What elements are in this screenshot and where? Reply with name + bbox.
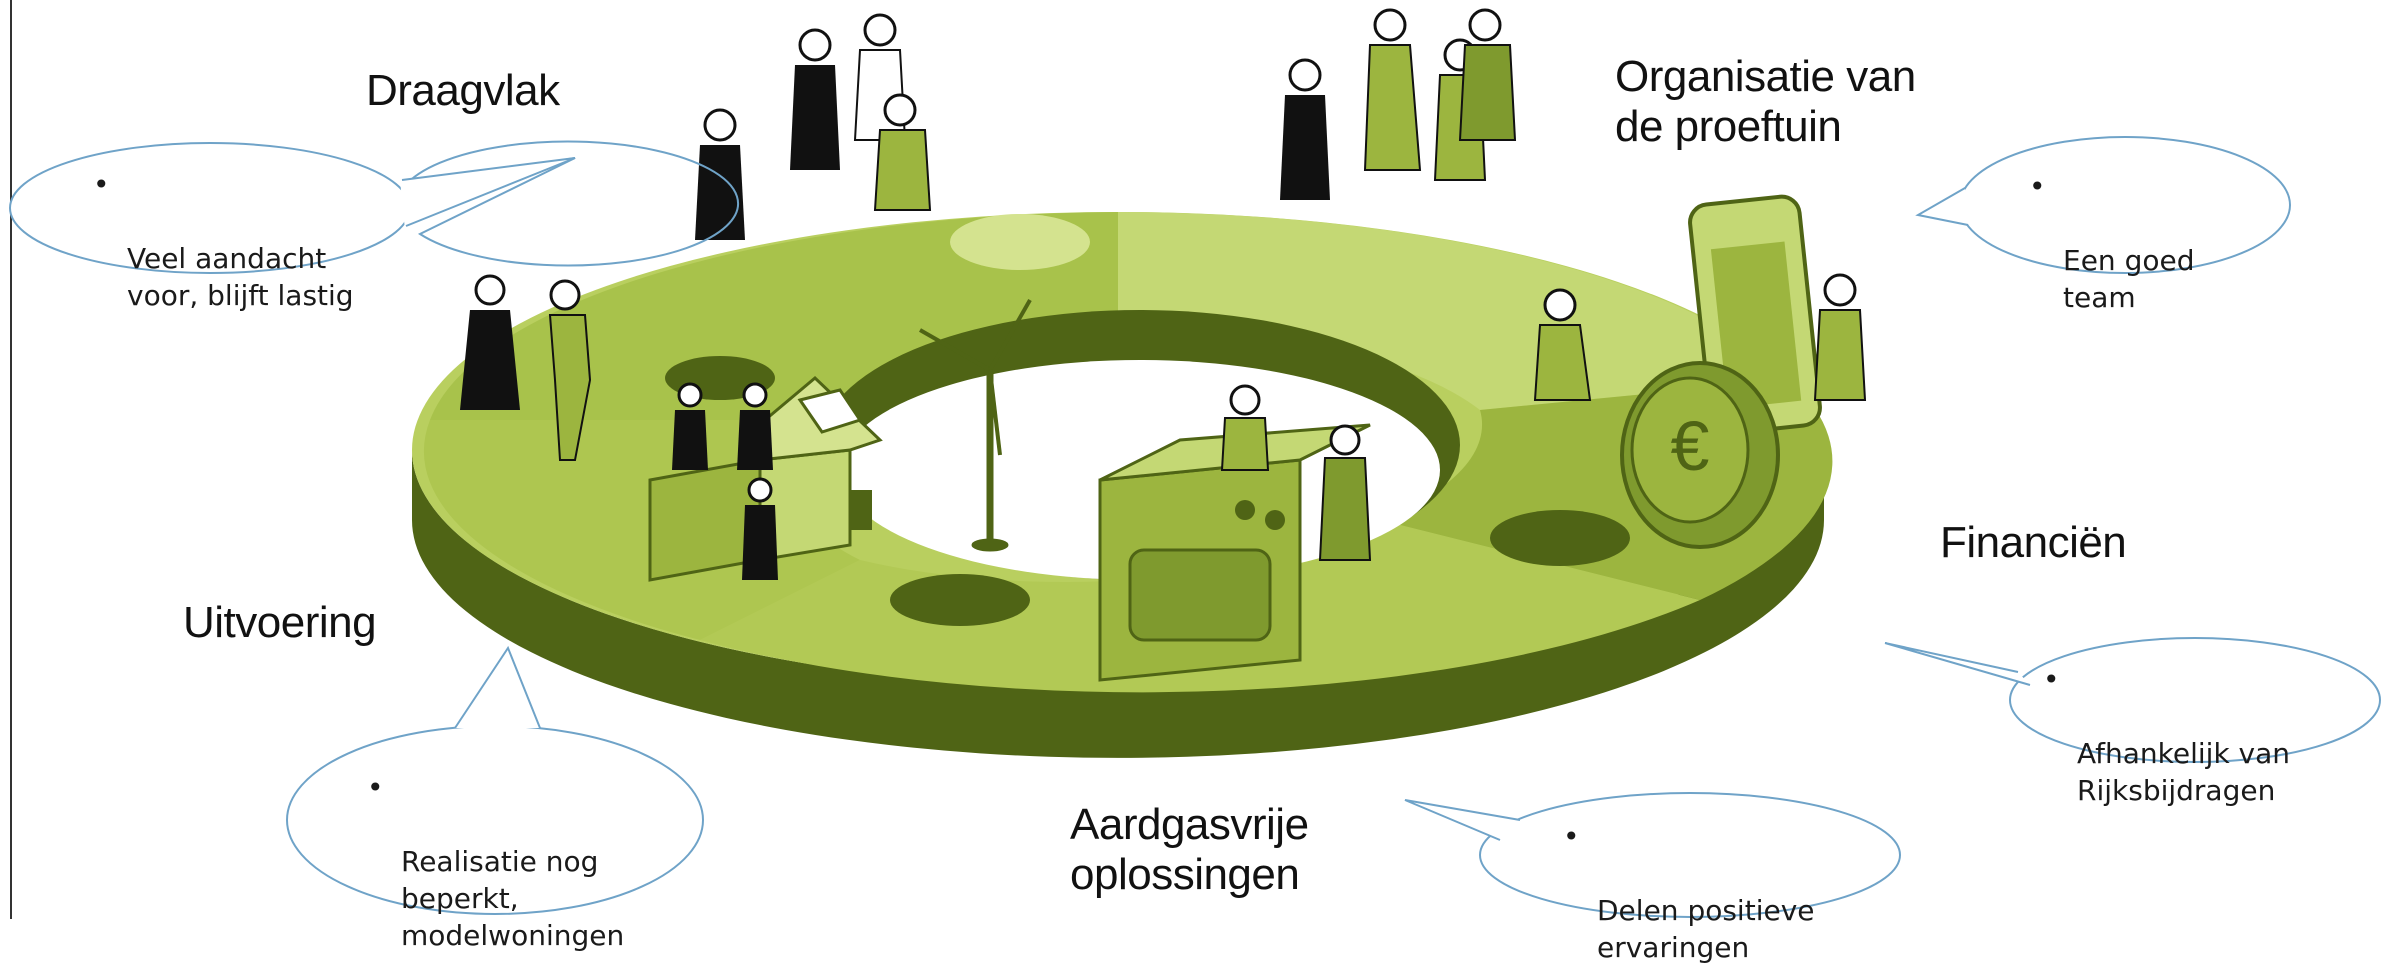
people-group-organisatie — [1280, 8, 1517, 200]
puzzle-knob — [890, 574, 1030, 626]
note-uitvoering-text: Realisatie nog beperkt, modelwoningen — [401, 845, 625, 952]
note-organisatie-text: Een goed team — [2063, 244, 2195, 314]
callout-bubble-uitvoering — [286, 645, 704, 915]
callout-bubble-financien — [1884, 637, 2381, 763]
note-financien: • Afhankelijk van Rijksbijdragen — [2043, 661, 2291, 809]
puzzle-ring-illustration: € — [9, 8, 2381, 918]
house-icon — [648, 375, 883, 582]
note-aardgasvrije: • Delen positieve ervaringen — [1563, 818, 1815, 966]
bullet-marker: • — [367, 771, 384, 804]
bullet-marker: • — [2029, 170, 2046, 203]
callout-bubble-organisatie — [1915, 136, 2291, 274]
callout-bubble-draagvlak — [9, 140, 740, 274]
left-border-line — [10, 0, 12, 919]
solar-panel-icon — [797, 388, 863, 434]
people-group-draagvlak — [460, 13, 932, 461]
people-group-aardgasvrije — [1220, 384, 1372, 561]
wind-turbine-icon — [919, 299, 1032, 552]
title-aardgasvrije: Aardgasvrije oplossingen — [1070, 800, 1309, 899]
note-draagvlak: • Veel aandacht voor, blijft lastig — [93, 166, 354, 314]
note-uitvoering: • Realisatie nog beperkt, modelwoningen — [367, 769, 625, 954]
piece-organisatie — [1118, 212, 1790, 410]
people-group-uitvoering — [672, 382, 778, 580]
bullet-marker: • — [93, 168, 110, 201]
bullet-marker: • — [2043, 663, 2060, 696]
euro-symbol: € — [1671, 407, 1710, 485]
piece-draagvlak — [430, 212, 1118, 420]
puzzle-knob — [950, 214, 1090, 270]
title-draagvlak: Draagvlak — [366, 66, 560, 115]
title-financien: Financiën — [1940, 518, 2127, 567]
puzzle-knob — [1490, 510, 1630, 566]
ring-side-wall — [412, 450, 1824, 758]
euro-coin-icon: € — [1620, 361, 1780, 549]
note-draagvlak-text: Veel aandacht voor, blijft lastig — [127, 242, 354, 312]
people-group-financien — [1533, 273, 1867, 401]
note-financien-text: Afhankelijk van Rijksbijdragen — [2077, 737, 2291, 807]
note-aardgasvrije-text: Delen positieve ervaringen — [1597, 894, 1815, 964]
title-uitvoering: Uitvoering — [183, 598, 377, 647]
bullet-marker: • — [1563, 820, 1580, 853]
kitchen-stove-icon — [1098, 423, 1371, 682]
note-organisatie: • Een goed team — [2029, 168, 2195, 316]
diagram-canvas: € — [9, 0, 2381, 964]
callout-bubble-aardgasvrije — [1404, 792, 1901, 918]
title-organisatie: Organisatie van de proeftuin — [1615, 52, 1916, 151]
